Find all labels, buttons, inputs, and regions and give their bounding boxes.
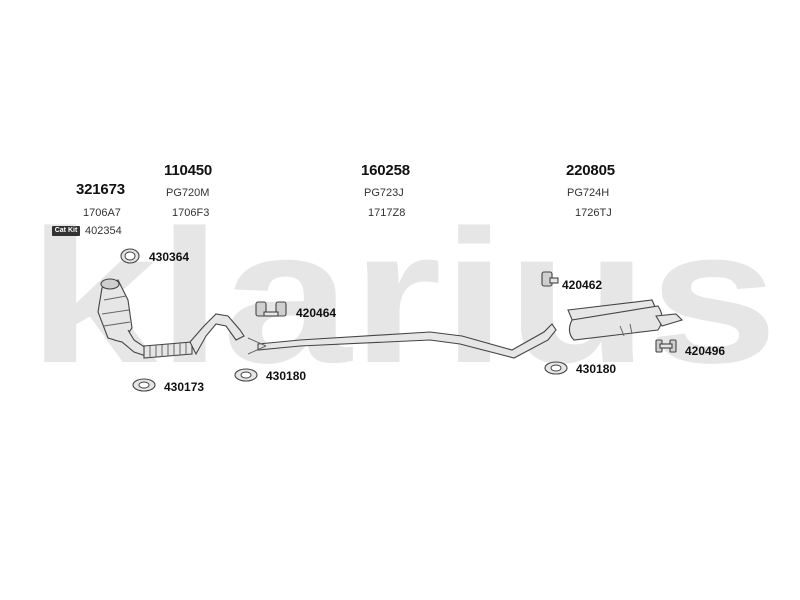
centre-pipe	[247, 323, 557, 359]
front-pipe	[143, 313, 245, 359]
callout-420464: 420464	[296, 306, 337, 320]
gasket-icon	[544, 361, 568, 375]
clamp-ring-icon	[120, 248, 140, 264]
group-number-110450: 110450	[164, 162, 213, 179]
group-number-220805: 220805	[566, 162, 615, 179]
rear-silencer	[567, 299, 684, 341]
callout-430180-rear: 430180	[576, 362, 617, 376]
gasket-icon	[234, 368, 258, 382]
callout-430180-front: 430180	[266, 369, 307, 383]
rubber-mount-icon	[255, 301, 287, 317]
group-number-321673: 321673	[76, 181, 125, 198]
callout-430173: 430173	[164, 380, 205, 394]
group-code-1717Z8: 1717Z8	[368, 207, 406, 219]
gasket-icon	[132, 378, 156, 392]
rubber-mount-icon	[655, 339, 677, 353]
callout-420462: 420462	[562, 278, 603, 292]
catalytic-converter	[97, 278, 147, 357]
group-ref-PG720M: PG720M	[166, 187, 210, 199]
group-code-1726TJ: 1726TJ	[575, 207, 612, 219]
cat-kit-badge: Cat Kit	[52, 226, 80, 236]
cat-kit-number: 402354	[85, 225, 122, 237]
group-code-1706A7: 1706A7	[83, 207, 121, 219]
callout-420496: 420496	[685, 344, 726, 358]
group-ref-PG723J: PG723J	[364, 187, 404, 199]
group-code-1706F3: 1706F3	[172, 207, 210, 219]
rubber-mount-icon	[541, 271, 559, 287]
callout-430364: 430364	[149, 250, 190, 264]
group-number-160258: 160258	[361, 162, 410, 179]
group-ref-PG724H: PG724H	[567, 187, 610, 199]
